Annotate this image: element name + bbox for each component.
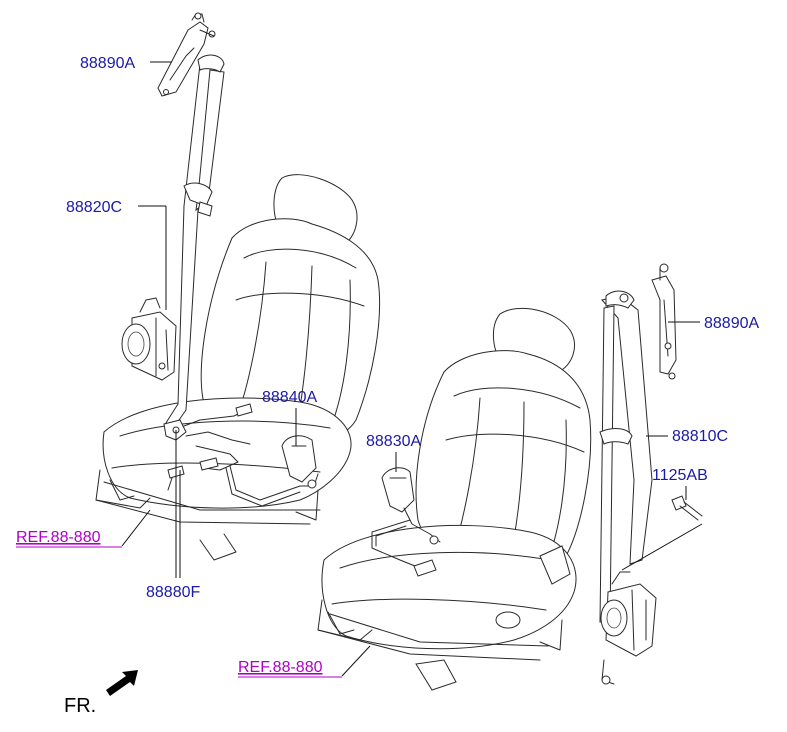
passenger-height-adjuster	[651, 263, 677, 380]
leader-lines	[121, 61, 703, 677]
ref-label-driver[interactable]: REF.88-880	[16, 529, 101, 546]
label-88890a-right: 88890A	[704, 315, 759, 332]
label-88820c: 88820C	[66, 199, 122, 216]
label-88830a: 88830A	[366, 433, 421, 450]
label-1125ab: 1125AB	[652, 467, 708, 484]
driver-height-adjuster	[157, 12, 216, 97]
label-88880f: 88880F	[146, 584, 200, 601]
front-direction-indicator: FR.	[64, 670, 138, 717]
front-arrow-icon	[106, 670, 138, 696]
driver-buckle	[225, 435, 319, 507]
label-88810c: 88810C	[672, 428, 728, 445]
passenger-seat	[317, 307, 592, 691]
passenger-buckle	[371, 467, 441, 577]
driver-sensor-harness	[167, 403, 253, 491]
driver-retractor	[121, 297, 177, 381]
passenger-retractor	[600, 571, 657, 685]
label-88890a-left: 88890A	[80, 55, 135, 72]
ref-label-passenger[interactable]: REF.88-880	[238, 659, 323, 676]
passenger-belt-webbing	[599, 290, 653, 623]
label-88840a: 88840A	[262, 389, 317, 406]
driver-seat	[95, 174, 381, 561]
fr-label: FR.	[64, 695, 96, 717]
driver-belt-webbing	[163, 54, 225, 431]
bolt	[671, 495, 703, 521]
